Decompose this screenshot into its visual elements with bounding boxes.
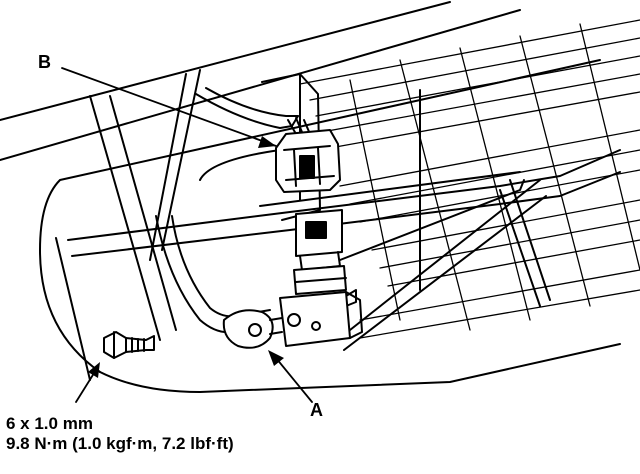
leader-lines <box>61 67 313 403</box>
bolt-size-spec: 6 x 1.0 mm <box>6 414 93 433</box>
bolt <box>103 331 155 359</box>
bolt-torque-spec: 9.8 N·m (1.0 kgf·m, 7.2 lbf·ft) <box>6 434 234 453</box>
valve-block <box>279 291 363 347</box>
callout-a-label: A <box>310 400 323 420</box>
lower-panel <box>0 1 621 393</box>
callout-b-label: B <box>38 52 51 72</box>
wire-harness <box>195 87 311 135</box>
connector <box>275 129 341 193</box>
refrigerant-line <box>155 215 283 349</box>
pressure-sensor <box>293 209 357 307</box>
condenser-grid <box>299 19 640 339</box>
frame-bars <box>67 69 621 351</box>
